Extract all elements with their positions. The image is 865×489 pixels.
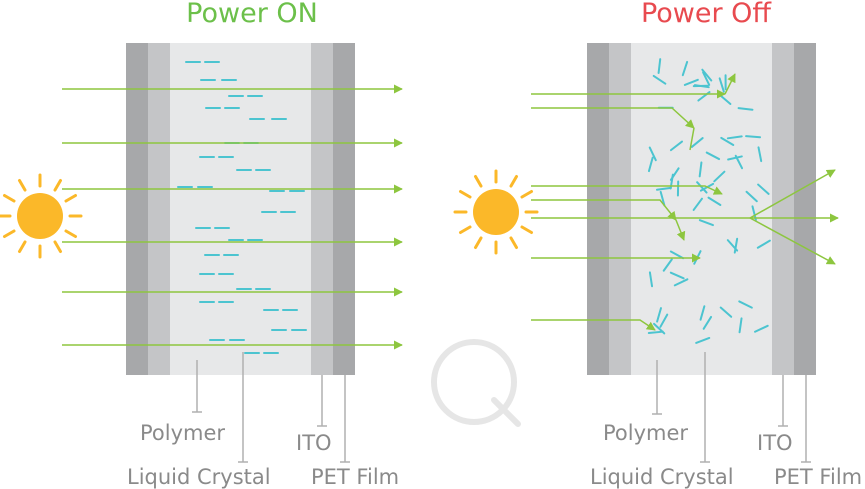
lc-molecule	[657, 58, 662, 75]
ito-layer	[772, 43, 794, 375]
lc-molecule	[662, 258, 673, 272]
scattered-light-rays	[531, 73, 839, 331]
power-on-panel: Polymer Liquid Crystal ITO PET Film	[0, 43, 403, 489]
lc-molecule	[696, 181, 708, 194]
lc-molecule	[702, 315, 713, 330]
label-leaders	[652, 352, 811, 463]
lc-molecule	[727, 155, 743, 161]
light-ray	[689, 127, 695, 151]
lc-molecule	[659, 190, 666, 207]
lc-molecule	[754, 324, 769, 333]
lc-molecule	[701, 68, 713, 82]
lc-molecule	[698, 219, 714, 227]
lc-molecule	[699, 305, 706, 321]
lc-molecule	[713, 170, 726, 183]
light-ray	[724, 73, 736, 95]
pet-film-layer	[794, 43, 816, 375]
polymer-layer	[170, 43, 311, 375]
watermark-logo-icon	[431, 339, 521, 427]
lc-molecule	[757, 146, 763, 163]
sun-icon	[453, 169, 539, 255]
lc-molecule	[655, 186, 672, 191]
label-leaders	[192, 352, 350, 463]
lc-molecule	[683, 78, 699, 86]
light-rays	[62, 84, 403, 350]
lc-molecule	[673, 278, 689, 287]
lc-molecule	[652, 74, 667, 85]
ito-label: ITO	[296, 431, 332, 455]
lc-molecule	[695, 336, 711, 344]
lc-molecule	[738, 317, 743, 334]
light-ray	[749, 217, 836, 265]
lc-molecule	[718, 77, 725, 93]
pet-film-layer	[587, 43, 609, 375]
liquid-crystal-molecules	[647, 58, 771, 344]
light-ray	[531, 199, 677, 221]
pet-film-layer	[333, 43, 355, 375]
liquid-crystal-label: Liquid Crystal	[590, 465, 734, 489]
lc-molecule	[719, 306, 733, 318]
ito-label: ITO	[757, 431, 793, 455]
polymer-layer	[631, 43, 772, 375]
lc-molecule	[702, 71, 711, 86]
ito-layer	[148, 43, 170, 375]
polymer-label: Polymer	[140, 421, 225, 445]
lc-molecule	[720, 136, 735, 147]
lc-molecule	[737, 107, 754, 111]
pet-film-layer	[126, 43, 148, 375]
lc-molecule	[648, 146, 657, 162]
light-ray	[531, 185, 723, 195]
lc-molecule	[669, 271, 685, 280]
lc-molecule	[669, 140, 684, 152]
lc-molecule	[757, 183, 770, 195]
light-ray	[531, 319, 656, 331]
lc-molecule	[669, 167, 680, 181]
pet-film-label: PET Film	[774, 465, 862, 489]
lc-molecule	[647, 156, 654, 173]
light-ray	[749, 169, 836, 219]
lc-molecule	[756, 239, 771, 249]
lc-molecule	[647, 330, 664, 335]
lc-molecule	[726, 135, 743, 140]
power-on-title: Power ON	[186, 0, 318, 29]
lc-molecule	[681, 60, 689, 77]
sun-icon	[0, 173, 83, 259]
lc-molecule	[690, 137, 704, 148]
ito-layer	[609, 43, 631, 375]
lc-molecule	[705, 151, 721, 161]
lc-molecule	[648, 271, 654, 288]
lc-molecule	[745, 135, 762, 139]
lc-molecule	[707, 196, 722, 206]
lc-molecule	[669, 250, 685, 260]
liquid-crystal-label: Liquid Crystal	[127, 465, 271, 489]
pet-film-label: PET Film	[311, 465, 399, 489]
polymer-label: Polymer	[603, 421, 688, 445]
lc-molecule	[698, 161, 703, 178]
ito-layer	[311, 43, 333, 375]
lc-molecule	[656, 307, 662, 323]
lc-molecule	[726, 239, 739, 252]
power-off-title: Power Off	[641, 0, 772, 29]
lc-molecule	[692, 197, 703, 211]
lc-molecule	[745, 190, 758, 203]
light-ray	[675, 219, 686, 241]
lc-molecule	[733, 237, 739, 254]
lc-molecule	[738, 300, 753, 309]
light-ray	[531, 107, 695, 129]
power-off-panel: Polymer Liquid Crystal ITO PET Film	[453, 43, 862, 489]
lc-molecule	[659, 313, 669, 328]
